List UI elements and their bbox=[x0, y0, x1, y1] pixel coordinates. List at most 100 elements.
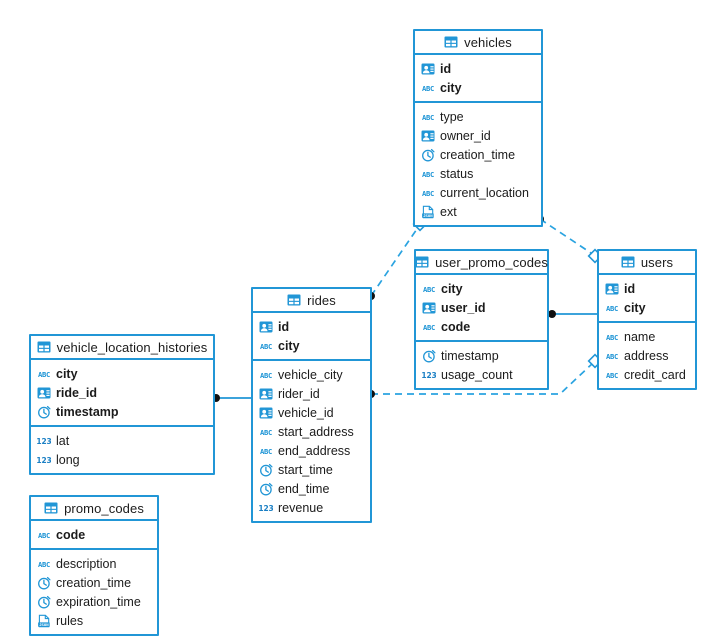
relationship-vehicle_location_histories-rides[interactable] bbox=[212, 394, 251, 402]
field-users-credit_card[interactable]: ABC credit_card bbox=[599, 365, 695, 384]
entity-header-vehicle_location_histories[interactable]: vehicle_location_histories bbox=[31, 336, 213, 360]
field-user_promo_codes-user_id[interactable]: user_id bbox=[416, 298, 547, 317]
field-rides-id[interactable]: id bbox=[253, 317, 370, 336]
field-label: creation_time bbox=[56, 575, 132, 590]
svg-text:ABC: ABC bbox=[38, 530, 50, 539]
field-label: city bbox=[56, 366, 78, 381]
field-rides-vehicle_id[interactable]: vehicle_id bbox=[253, 403, 370, 422]
abc-string-icon: ABC bbox=[37, 528, 51, 542]
entity-header-promo_codes[interactable]: promo_codes bbox=[31, 497, 157, 521]
entity-header-users[interactable]: users bbox=[599, 251, 695, 275]
relationship-user_promo_codes-users[interactable] bbox=[548, 310, 597, 318]
field-rides-end_time[interactable]: end_time bbox=[253, 479, 370, 498]
svg-text:ABC: ABC bbox=[422, 188, 434, 197]
entity-title: user_promo_codes bbox=[435, 254, 548, 270]
key-person-icon bbox=[605, 282, 619, 296]
field-vehicles-id[interactable]: id bbox=[415, 59, 541, 78]
abc-string-icon: ABC bbox=[37, 557, 51, 571]
entity-header-vehicles[interactable]: vehicles bbox=[415, 31, 541, 55]
json-file-icon: JSON bbox=[37, 614, 51, 628]
field-vehicles-creation_time[interactable]: creation_time bbox=[415, 145, 541, 164]
field-label: start_address bbox=[278, 424, 354, 439]
svg-text:ABC: ABC bbox=[260, 341, 272, 350]
abc-string-icon: ABC bbox=[605, 349, 619, 363]
field-vehicle_location_histories-timestamp[interactable]: timestamp bbox=[31, 402, 213, 421]
relationship-line bbox=[370, 225, 420, 297]
field-label: ride_id bbox=[56, 385, 97, 400]
field-users-id[interactable]: id bbox=[599, 279, 695, 298]
field-vehicle_location_histories-ride_id[interactable]: ride_id bbox=[31, 383, 213, 402]
field-label: description bbox=[56, 556, 117, 571]
123-number-icon: 123 bbox=[422, 368, 436, 382]
field-label: timestamp bbox=[56, 404, 119, 419]
abc-string-icon: ABC bbox=[259, 444, 273, 458]
svg-text:JSON: JSON bbox=[423, 213, 433, 218]
field-label: status bbox=[440, 166, 474, 181]
field-label: vehicle_id bbox=[278, 405, 334, 420]
key-person-icon bbox=[422, 301, 436, 315]
field-label: name bbox=[624, 329, 656, 344]
table-grid-icon bbox=[37, 340, 51, 354]
field-label: long bbox=[56, 452, 80, 467]
field-label: creation_time bbox=[440, 147, 516, 162]
abc-string-icon: ABC bbox=[259, 339, 273, 353]
field-user_promo_codes-timestamp[interactable]: timestamp bbox=[416, 346, 547, 365]
field-label: city bbox=[440, 80, 462, 95]
abc-string-icon: ABC bbox=[605, 368, 619, 382]
clock-icon bbox=[37, 576, 51, 590]
field-promo_codes-expiration_time[interactable]: expiration_time bbox=[31, 592, 157, 611]
123-number-icon: 123 bbox=[37, 453, 51, 467]
field-label: city bbox=[441, 281, 463, 296]
field-promo_codes-creation_time[interactable]: creation_time bbox=[31, 573, 157, 592]
svg-text:JSON: JSON bbox=[39, 622, 49, 627]
field-vehicles-status[interactable]: ABC status bbox=[415, 164, 541, 183]
field-label: owner_id bbox=[440, 128, 491, 143]
field-rides-start_time[interactable]: start_time bbox=[253, 460, 370, 479]
clock-icon bbox=[37, 595, 51, 609]
abc-string-icon: ABC bbox=[421, 110, 435, 124]
entity-header-rides[interactable]: rides bbox=[253, 289, 370, 313]
field-label: timestamp bbox=[441, 348, 499, 363]
key-person-icon bbox=[259, 320, 273, 334]
svg-text:123: 123 bbox=[37, 455, 51, 464]
field-label: credit_card bbox=[624, 367, 686, 382]
entity-title: rides bbox=[307, 292, 336, 308]
field-vehicle_location_histories-long[interactable]: 123 long bbox=[31, 450, 213, 469]
svg-text:ABC: ABC bbox=[38, 559, 50, 568]
entity-title: promo_codes bbox=[64, 500, 144, 516]
field-promo_codes-description[interactable]: ABC description bbox=[31, 554, 157, 573]
entity-header-user_promo_codes[interactable]: user_promo_codes bbox=[415, 251, 548, 275]
field-rides-rider_id[interactable]: rider_id bbox=[253, 384, 370, 403]
svg-text:ABC: ABC bbox=[422, 169, 434, 178]
svg-text:123: 123 bbox=[37, 436, 51, 445]
field-vehicles-owner_id[interactable]: owner_id bbox=[415, 126, 541, 145]
